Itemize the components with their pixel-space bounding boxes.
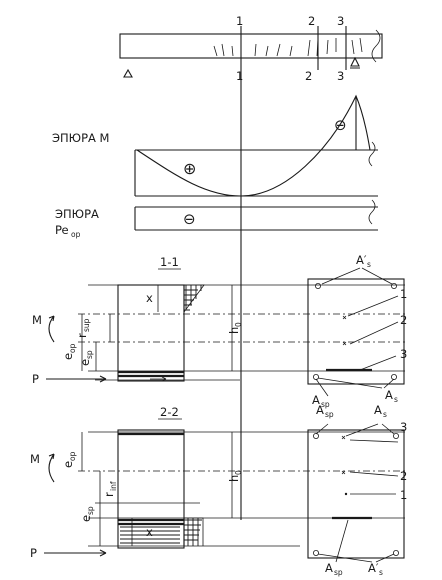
as-prime-label-1: A′ (356, 253, 367, 267)
h0-label-2: h (227, 475, 241, 482)
section-3-label-top: 3 (337, 14, 344, 28)
plus-sign: ⊕ (183, 159, 196, 178)
asp-sub-3: sp (334, 568, 343, 577)
e-sp-label-1: e (78, 359, 92, 366)
as-sub-1: s (394, 395, 398, 404)
r-sup-sub-1: sup (82, 318, 91, 332)
e-op-sub-1: op (68, 343, 77, 353)
label-2-2: 2 (400, 469, 407, 483)
section-2-2-title: 2-2 (160, 405, 179, 419)
as-prime-sub-1: s (367, 260, 371, 269)
arrow-right-icon (46, 375, 107, 383)
as-prime-sub-2: s (379, 568, 383, 577)
section-1-label-top: 1 (236, 14, 243, 28)
as-prime-label-2: A′ (368, 561, 379, 575)
asp-label-1: A (312, 393, 320, 407)
curved-arrow-icon (48, 453, 55, 483)
e-op-label-2: e (61, 461, 75, 468)
pin-support-icon (123, 68, 133, 78)
moment-diagram: ЭПЮРА M ⊕ ⊖ (52, 94, 378, 197)
label-1-1: 1 (400, 287, 407, 301)
label-1-2: 1 (400, 488, 407, 502)
minus-sign-pe: ⊖ (183, 210, 196, 228)
moment-label-2: M (30, 452, 40, 466)
x-label-2: x (146, 525, 153, 539)
moment-label-1: M (32, 313, 42, 327)
epure-pe-sub: op (71, 230, 81, 239)
e-op-label-1: e (61, 353, 75, 360)
x-label-1: x (146, 291, 153, 305)
epure-pe-label-2: Pe (55, 223, 69, 237)
roller-support-icon (350, 56, 360, 69)
section-2-label-bottom: 2 (305, 69, 312, 83)
prestress-diagram: ЭПЮРА Pe op ⊖ (55, 199, 378, 239)
asp-label-3: A (325, 561, 333, 575)
force-label-1: P (32, 372, 39, 386)
section-1-1: 1-1 x h 0 e op e (32, 253, 407, 409)
label-3-2: 3 (400, 420, 407, 434)
as-label-1: A (385, 388, 393, 402)
epure-m-label: ЭПЮРА M (52, 131, 109, 145)
e-sp-label-2: e (79, 515, 93, 522)
as-label-2: A (374, 403, 382, 417)
e-sp-sub-2: sp (86, 506, 95, 515)
section-2-label-top: 2 (308, 14, 315, 28)
asp-sub-2: sp (325, 410, 334, 419)
h0-sub-1: 0 (234, 322, 243, 327)
section-2-2: 2-2 x h 0 e op e (30, 403, 407, 577)
r-inf-label-2: r (102, 492, 116, 497)
section-1-1-title: 1-1 (160, 255, 179, 269)
asp-label-2: A (316, 403, 324, 417)
arrow-right-icon (44, 549, 107, 557)
r-sup-label-1: r (75, 333, 89, 338)
section-3-label-bottom: 3 (337, 69, 344, 83)
h0-sub-2: 0 (234, 470, 243, 475)
beam-elevation: 1 2 3 1 2 3 (119, 14, 383, 520)
as-sub-2: s (383, 410, 387, 419)
curved-arrow-icon (48, 315, 55, 343)
epure-pe-label: ЭПЮРА (55, 207, 99, 221)
section-1-label-bottom: 1 (236, 69, 243, 83)
h0-label-1: h (227, 327, 241, 334)
r-inf-sub-2: inf (109, 481, 118, 491)
label-3-1: 3 (400, 347, 407, 361)
asp-sub-1: sp (321, 400, 330, 409)
e-op-sub-2: op (68, 451, 77, 461)
label-2-1: 2 (400, 313, 407, 327)
minus-sign-m: ⊖ (334, 116, 347, 134)
e-sp-sub-1: sp (85, 350, 94, 359)
force-label-2: P (30, 546, 37, 560)
